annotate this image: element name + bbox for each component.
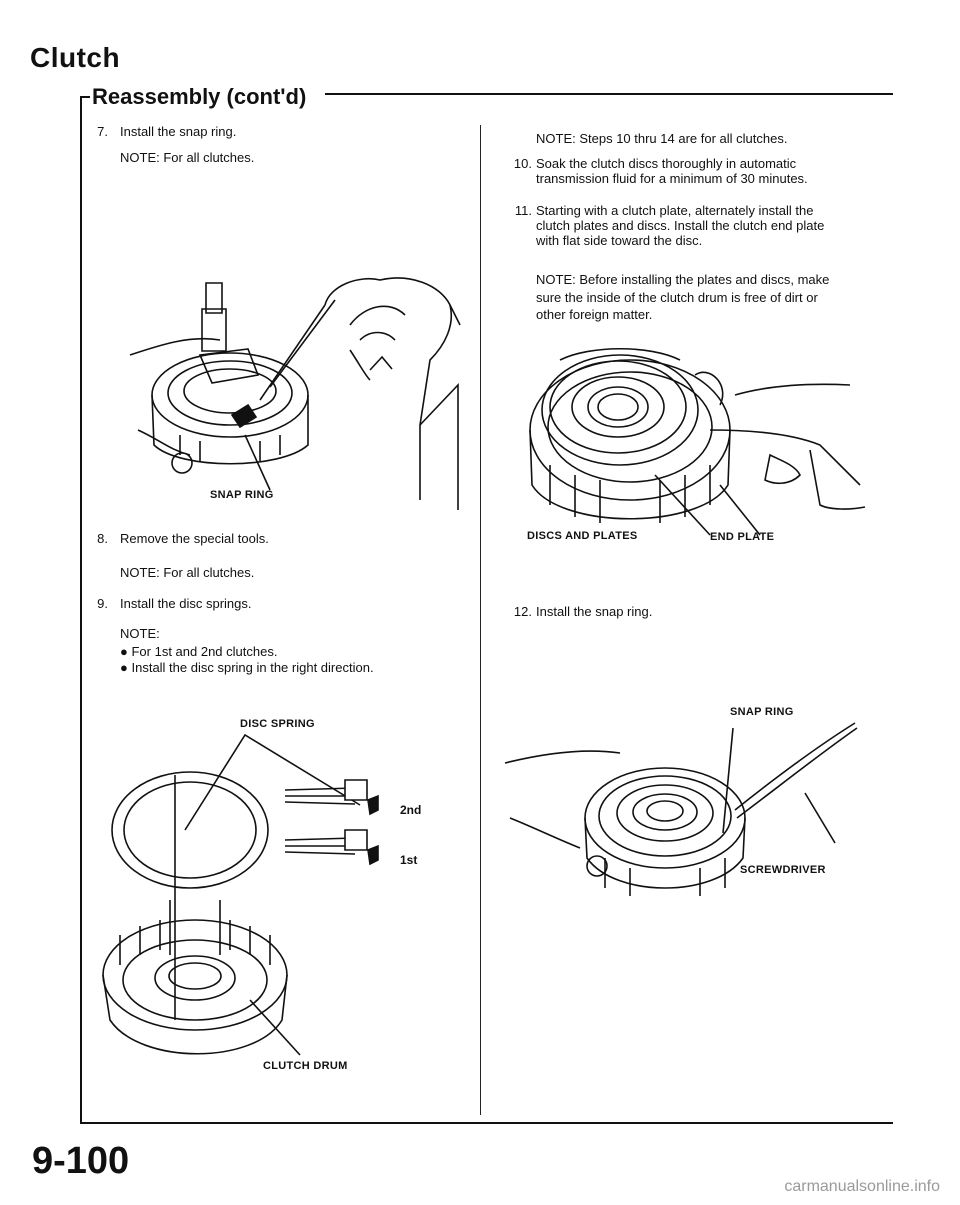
end-plate-label: END PLATE [710, 531, 775, 543]
note-line: other foreign matter. [536, 307, 653, 322]
step-text-line: Starting with a clutch plate, alternatel… [536, 203, 814, 218]
step-text-line: with flat side toward the disc. [536, 233, 703, 248]
step-number: 7. [97, 124, 108, 139]
page-number: 9-100 [32, 1140, 130, 1182]
step-7-note: NOTE: For all clutches. [120, 150, 255, 165]
discs-and-plates-label: DISCS AND PLATES [527, 530, 638, 542]
step-text: Remove the special tools. [120, 531, 269, 546]
frame-left-rule [80, 96, 82, 1123]
frame-bottom-rule [80, 1122, 893, 1124]
step-11-note: NOTE: Before installing the plates and d… [536, 272, 829, 323]
step-9-note-heading: NOTE: [120, 626, 160, 641]
frame-top-tick [80, 96, 90, 98]
step-number: 11. [514, 203, 532, 218]
column-divider [480, 125, 481, 1115]
step-text-line: clutch plates and discs. Install the clu… [536, 218, 825, 233]
step-text-line: transmission fluid for a minimum of 30 m… [536, 171, 808, 186]
step-number: 8. [97, 531, 108, 546]
note-line: NOTE: Before installing the plates and d… [536, 272, 830, 287]
discs-and-plates-illustration [520, 335, 865, 530]
label-2nd: 2nd [400, 803, 422, 817]
section-subtitle: Reassembly (cont'd) [92, 84, 307, 109]
step-text: Install the snap ring. [536, 604, 653, 619]
label-1st: 1st [400, 853, 418, 867]
clutch-drum-label: CLUTCH DRUM [263, 1060, 348, 1072]
step-text: Install the disc springs. [120, 596, 252, 611]
bullet-dot: ● [120, 660, 128, 675]
step-8-note: NOTE: For all clutches. [120, 565, 255, 580]
step-number: 10. [513, 156, 532, 171]
bullet-dot: ● [120, 644, 128, 659]
step-text-line: Soak the clutch discs thoroughly in auto… [536, 156, 797, 171]
snap-ring-screwdriver-illustration [505, 718, 865, 898]
disc-spring-illustration [100, 730, 460, 1070]
bullet-text: Install the disc spring in the right dir… [131, 660, 374, 675]
bullet-text: For 1st and 2nd clutches. [131, 644, 278, 659]
snap-ring-label: SNAP RING [210, 489, 274, 501]
disc-spring-label: DISC SPRING [240, 718, 315, 730]
snap-ring-install-illustration [120, 265, 460, 515]
step-number: 9. [97, 596, 108, 611]
note-line: sure the inside of the clutch drum is fr… [536, 289, 818, 305]
bullet-item: ● Install the disc spring in the right d… [120, 660, 374, 676]
bullet-item: ● For 1st and 2nd clutches. [120, 644, 277, 660]
snap-ring-label-2: SNAP RING [730, 706, 794, 718]
steps-note: NOTE: Steps 10 thru 14 are for all clutc… [536, 131, 788, 146]
page-title: Clutch [30, 42, 121, 73]
step-text: Install the snap ring. [120, 124, 237, 139]
screwdriver-label: SCREWDRIVER [740, 864, 826, 876]
watermark: carmanualsonline.info [784, 1178, 940, 1195]
step-number: 12. [513, 604, 532, 619]
header-rule [325, 93, 893, 95]
